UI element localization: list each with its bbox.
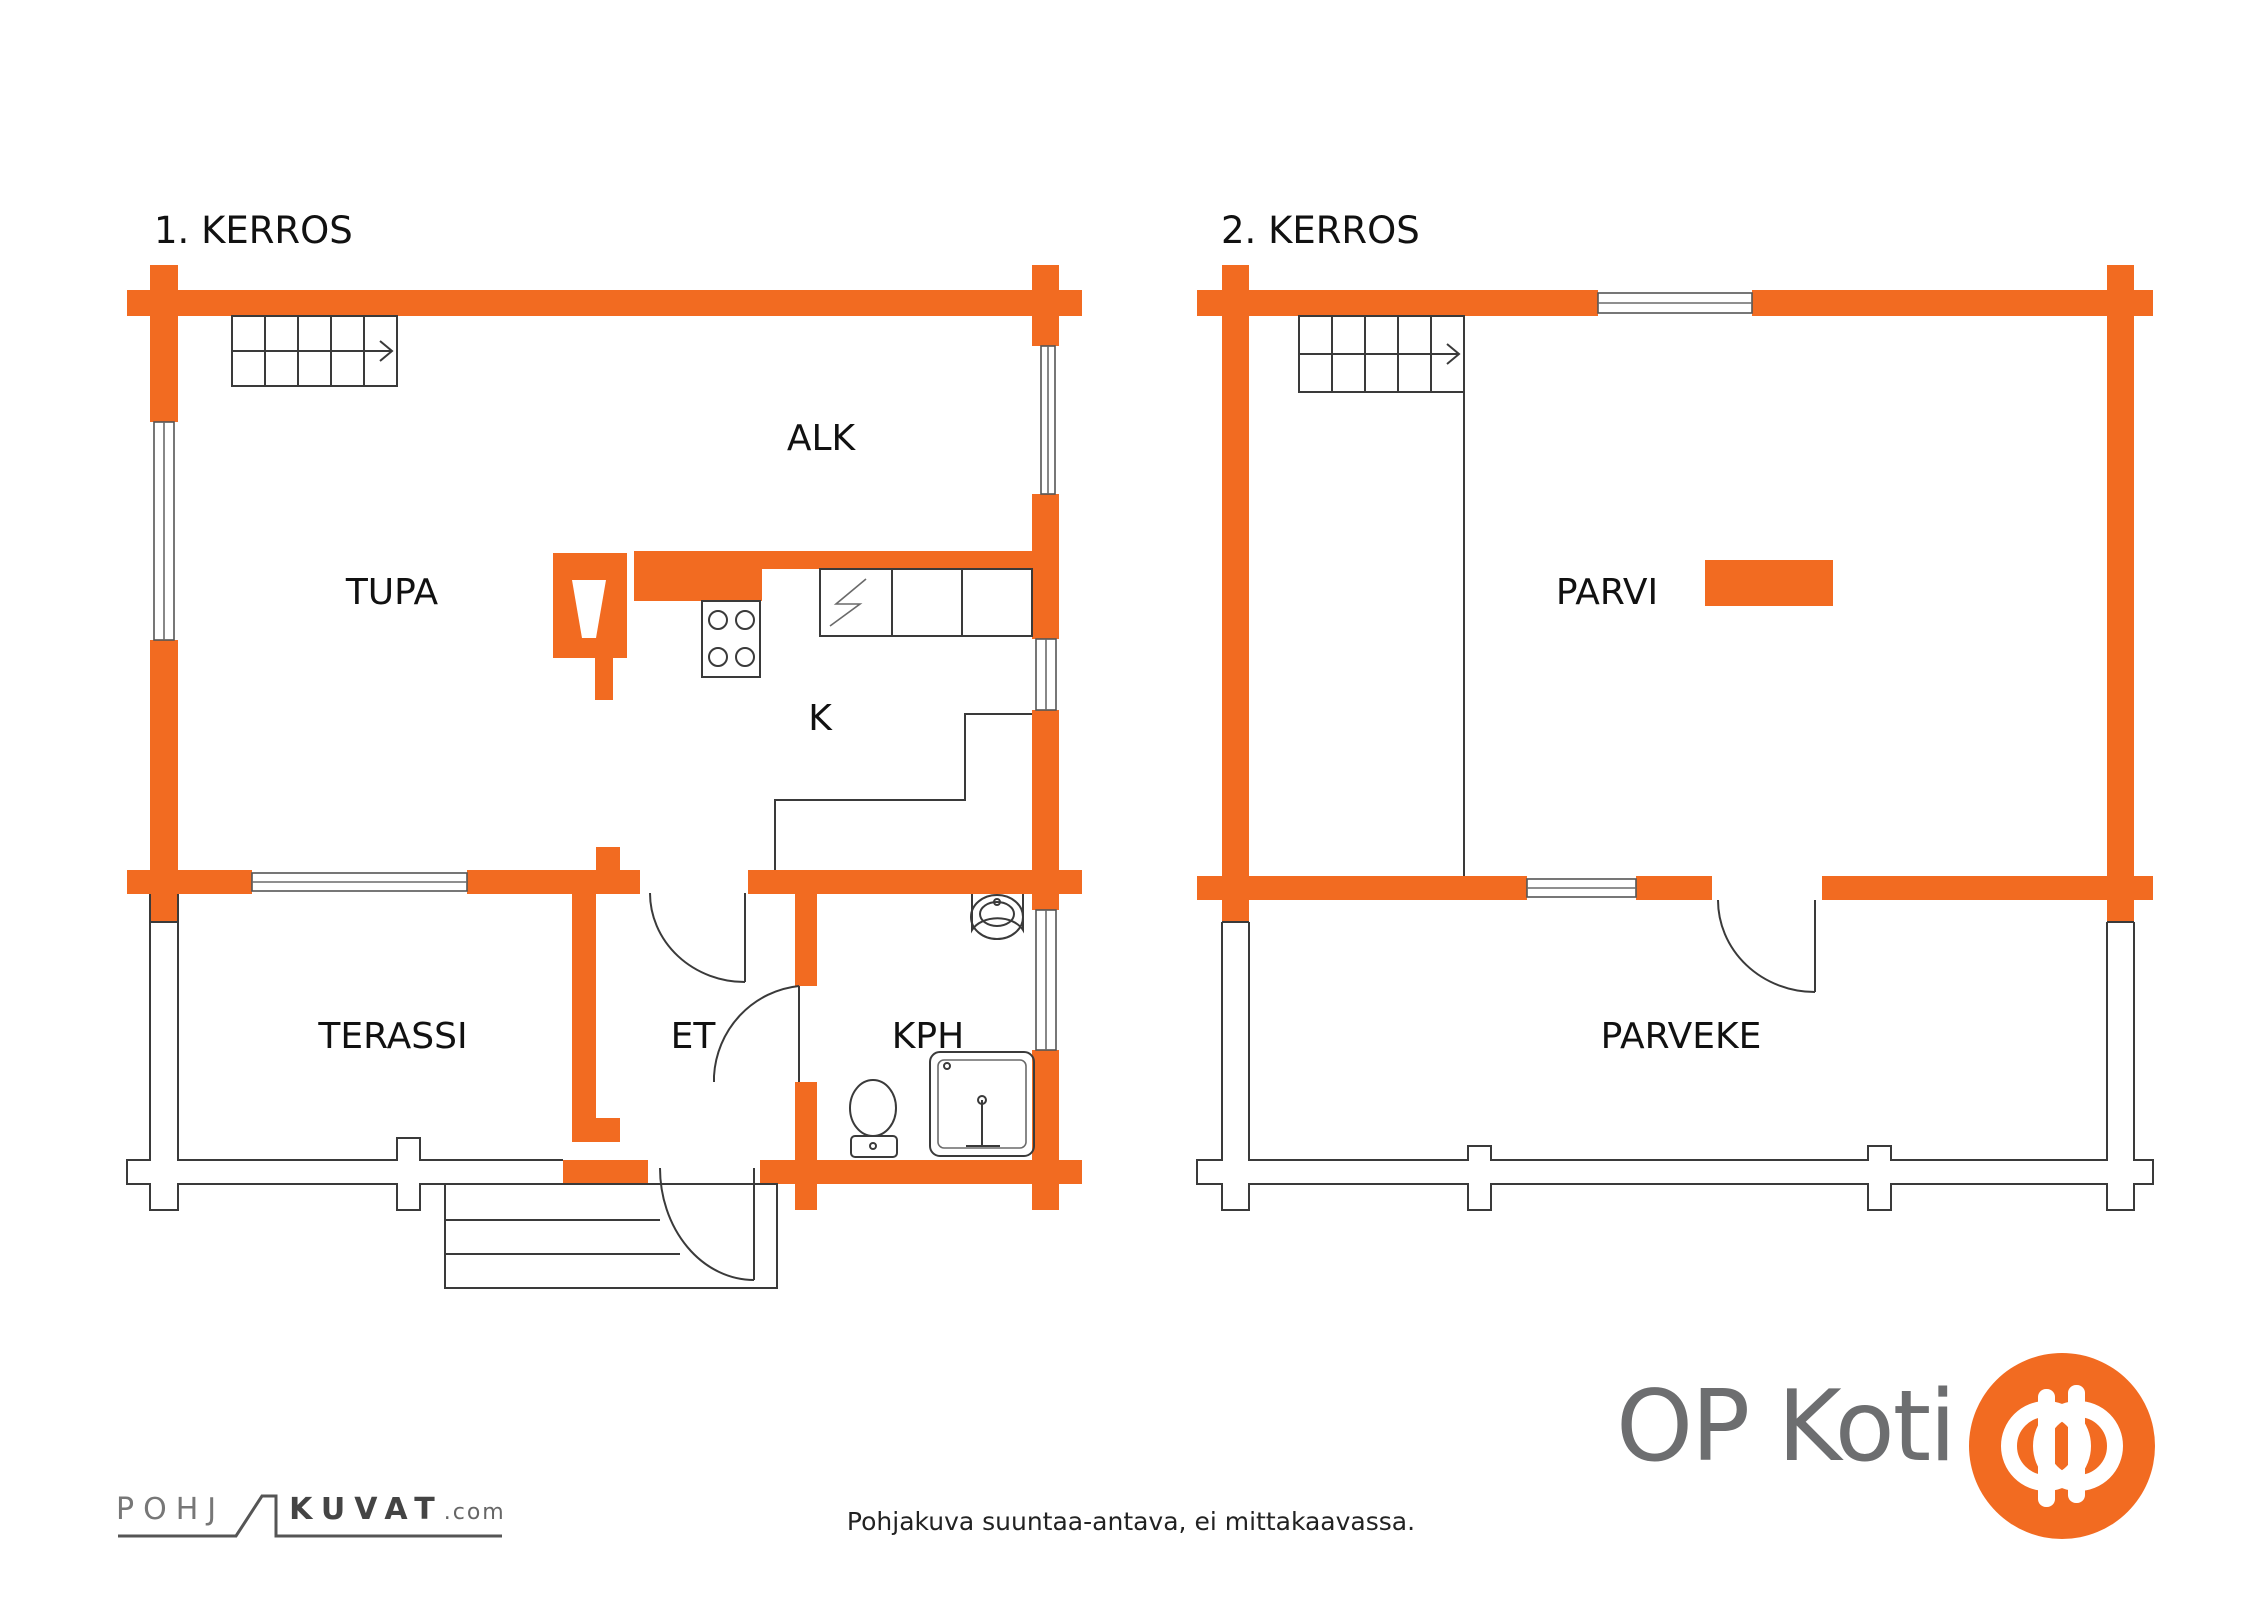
pohjakuvat-credit: POHJ KUVAT.com	[116, 1492, 506, 1527]
stove	[701, 600, 761, 678]
entry-wall	[563, 1160, 648, 1184]
credit-suffix: .com	[443, 1500, 506, 1525]
wall-right	[2107, 290, 2134, 922]
credit-right: KUVAT	[289, 1492, 444, 1527]
pohjakuvat-logo-mark	[118, 1494, 502, 1538]
entrance-steps	[444, 1183, 778, 1289]
wall-top	[1197, 290, 1598, 316]
floor-label-second: 2. KERROS	[1221, 209, 1420, 252]
entry-wall	[572, 890, 596, 1142]
wall-middle	[1197, 876, 1527, 900]
room-label-parvi: PARVI	[1556, 572, 1658, 613]
room-label-kph: KPH	[892, 1016, 964, 1057]
wall-post	[1032, 1160, 1059, 1210]
room-label-parveke: PARVEKE	[1601, 1016, 1762, 1057]
bath-wall	[795, 890, 817, 986]
wall-post	[795, 1160, 817, 1210]
entry-wall	[572, 1118, 620, 1142]
wall-left	[1222, 290, 1249, 922]
second-floor-plan: PARVI PARVEKE 2. KERROS	[1196, 209, 2154, 1211]
wall-middle	[1822, 876, 2153, 900]
op-logo-icon	[1969, 1353, 2155, 1539]
washbasin-icon	[970, 894, 1024, 940]
sink-icon	[829, 578, 867, 627]
toilet-icon	[849, 1079, 898, 1158]
room-label-terassi: TERASSI	[317, 1016, 467, 1057]
fireplace-opening	[572, 580, 606, 638]
room-label-alk: ALK	[787, 418, 857, 459]
kitchen-outline	[774, 713, 1032, 870]
wall-right	[1032, 290, 1059, 346]
door-swing	[1717, 899, 1816, 993]
terrace-outline	[126, 894, 563, 1211]
room-label-k: K	[808, 698, 833, 739]
kitchen-counter	[819, 568, 1033, 637]
wall-right	[1032, 494, 1059, 639]
disclaimer: Pohjakuva suuntaa-antava, ei mittakaavas…	[846, 1507, 1416, 1536]
wall-middle	[1636, 876, 1712, 900]
wall-top	[1752, 290, 2153, 316]
balcony-outline	[1196, 921, 2154, 1211]
kitchen-wall	[634, 551, 762, 601]
first-floor-plan: ALK TUPA K TERASSI ET KPH 1. KERROS	[126, 209, 1082, 1289]
wall-post	[596, 847, 620, 894]
room-label-et: ET	[671, 1016, 717, 1057]
room-label-tupa: TUPA	[345, 572, 439, 613]
shower-icon	[929, 1051, 1035, 1157]
staircase	[1298, 315, 1465, 876]
wall-left	[150, 290, 178, 422]
staircase	[231, 315, 398, 387]
credit-left: POHJ	[116, 1492, 226, 1527]
brand-name: OP Koti	[1616, 1370, 1956, 1484]
wall-top	[127, 290, 1082, 316]
door-swing	[649, 892, 800, 1281]
wall-post	[150, 870, 178, 920]
wall-middle	[127, 870, 252, 894]
floor-label-first: 1. KERROS	[154, 209, 353, 252]
chimney	[1705, 560, 1833, 606]
